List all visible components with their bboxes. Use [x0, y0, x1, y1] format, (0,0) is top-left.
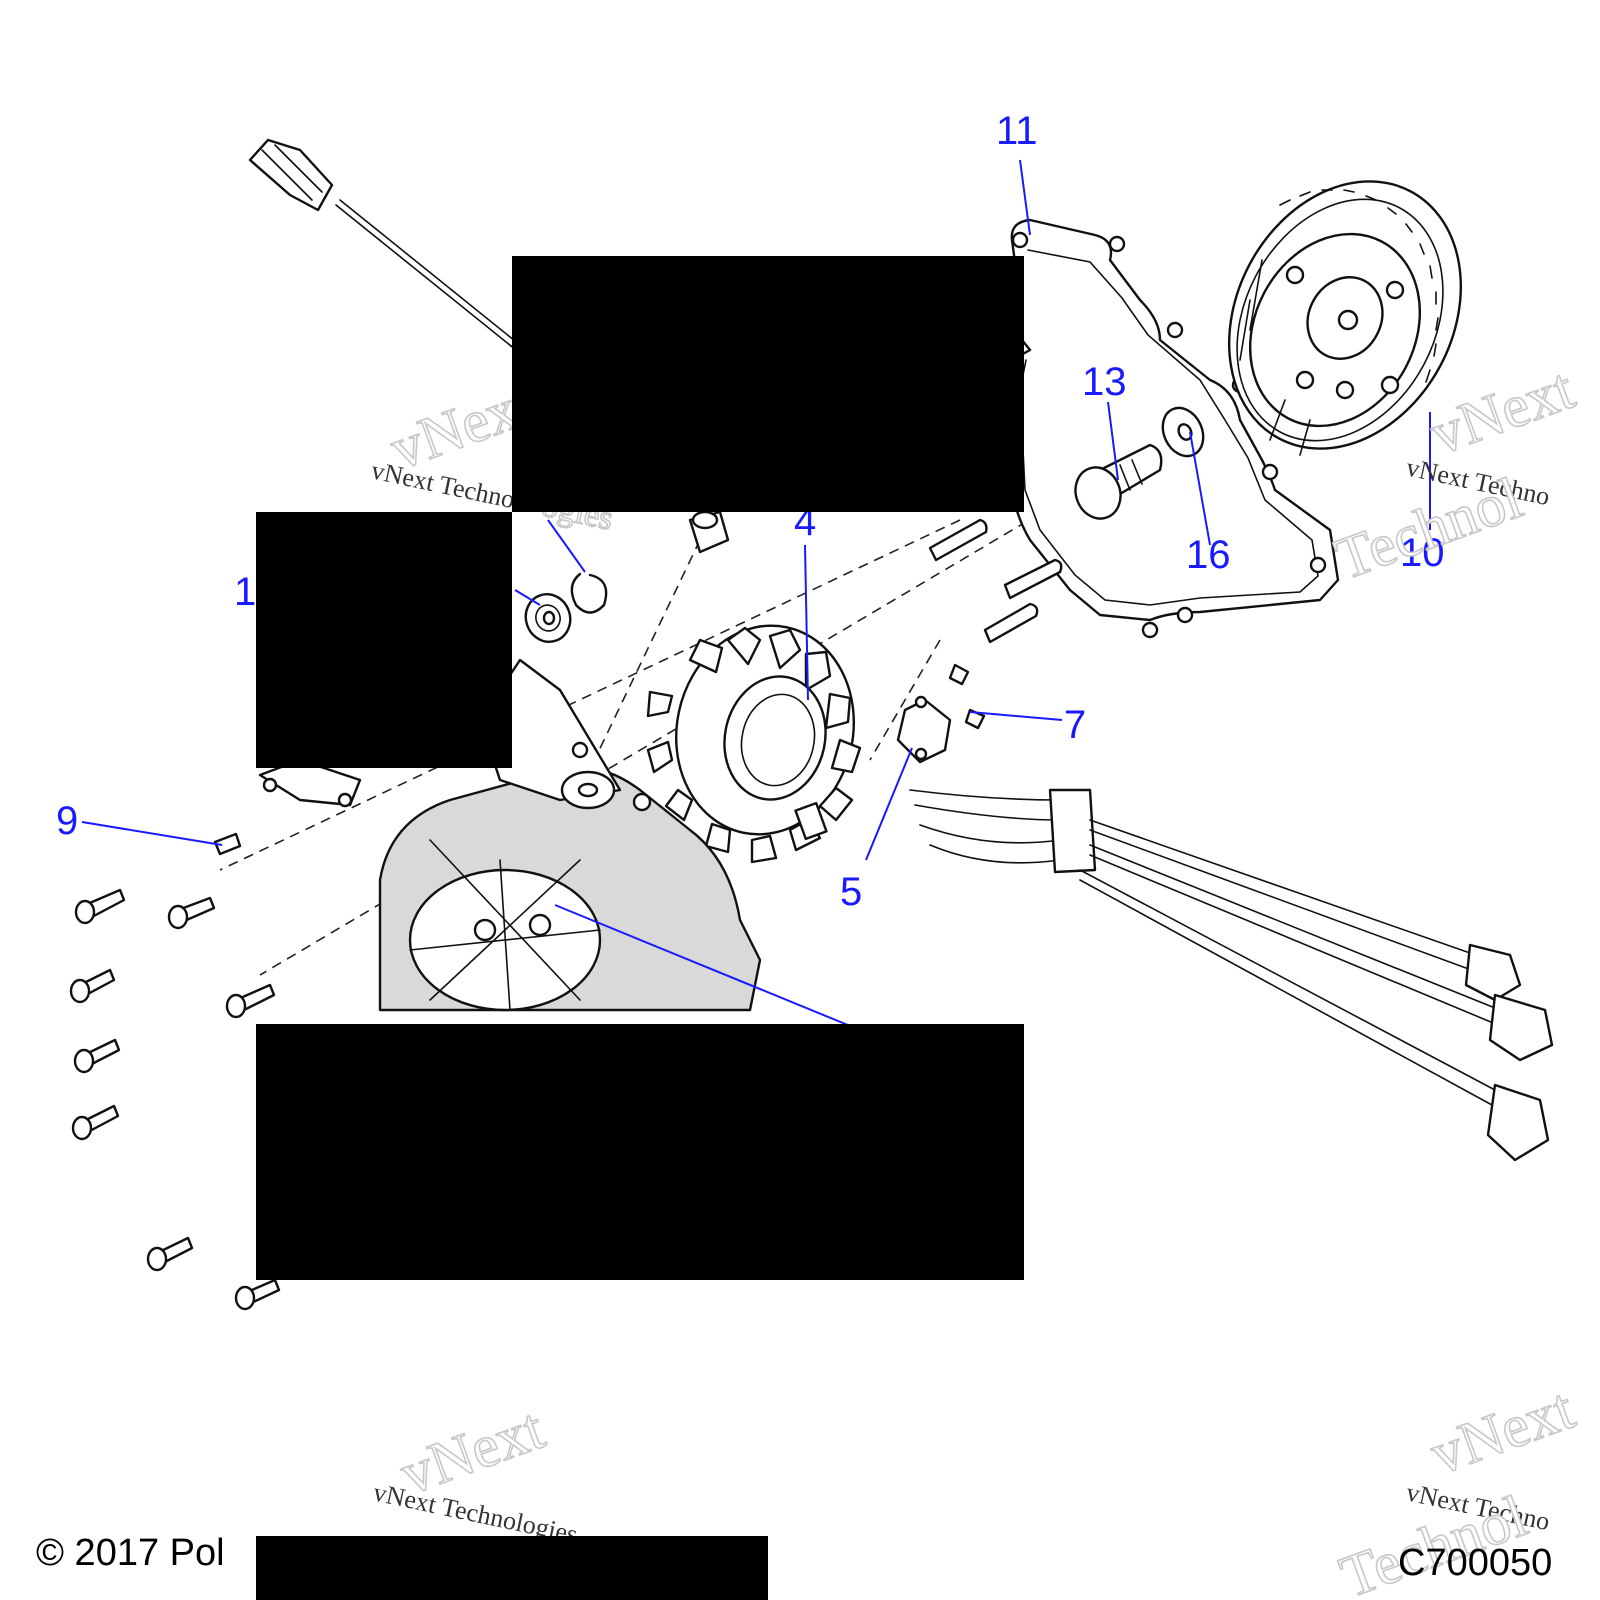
figure-code: C700050 — [1398, 1542, 1552, 1584]
watermark-group-lower-left: vNext vNext Technologies — [371, 1394, 580, 1549]
callout-9: 9 — [56, 799, 78, 843]
harness-connector-icon — [1486, 1083, 1550, 1162]
callout-13: 13 — [1082, 360, 1127, 404]
watermark-brand: vNext — [1422, 355, 1583, 467]
harness-plate — [896, 695, 952, 764]
redaction-box — [256, 512, 512, 768]
leader-lines — [81, 159, 1431, 1031]
flywheel — [1227, 180, 1463, 456]
callout-labels: 11 13 16 10 4 1 7 9 5 — [56, 109, 1445, 914]
harness-connector-icon — [1464, 943, 1522, 1002]
callout-11: 11 — [996, 109, 1038, 153]
stator — [646, 624, 862, 864]
callout-5: 5 — [840, 870, 862, 914]
cover-bolts-left — [69, 832, 281, 1311]
bearing — [524, 593, 572, 643]
cover-bolts-upper — [928, 518, 1063, 644]
alignment-line — [579, 539, 701, 791]
alignment-line — [219, 519, 961, 871]
watermark-brand: vNext — [1422, 1375, 1583, 1487]
harness-connector-icon — [1488, 993, 1554, 1062]
callout-1: 1 — [234, 570, 256, 614]
redactions — [256, 256, 1024, 1600]
callout-10: 10 — [1400, 531, 1445, 575]
callout-7: 7 — [1064, 703, 1086, 747]
copyright-text: © 2017 Pol — [36, 1532, 225, 1574]
speed-sensor-harness — [248, 138, 521, 351]
alignment-line — [869, 639, 941, 761]
callout-16: 16 — [1186, 533, 1231, 577]
redaction-box — [256, 1536, 768, 1600]
redaction-box — [256, 1024, 1024, 1280]
redaction-box — [512, 256, 1024, 512]
stator-harness — [909, 788, 1554, 1162]
plate-screws — [948, 663, 986, 730]
circlip — [570, 572, 608, 614]
flywheel-bolt — [1074, 443, 1163, 520]
